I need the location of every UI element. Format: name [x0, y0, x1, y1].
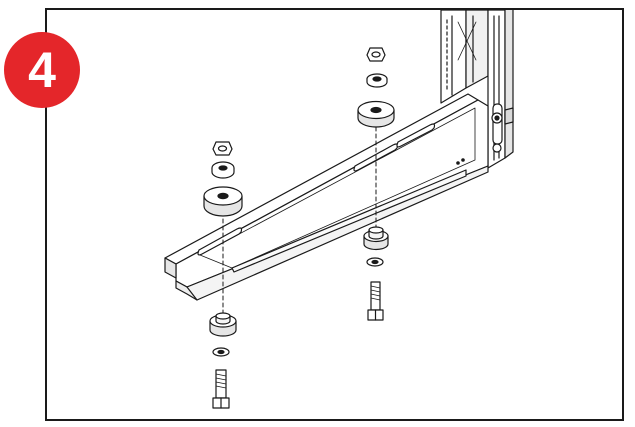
vertical-bracket	[440, 9, 514, 169]
left-fastener-stack	[203, 141, 243, 409]
step-number-badge: 4	[4, 32, 80, 108]
step-number: 4	[28, 42, 56, 98]
right-fastener-stack	[357, 47, 395, 321]
horizontal-arm	[164, 93, 489, 301]
assembly-guide-lines	[222, 119, 377, 319]
